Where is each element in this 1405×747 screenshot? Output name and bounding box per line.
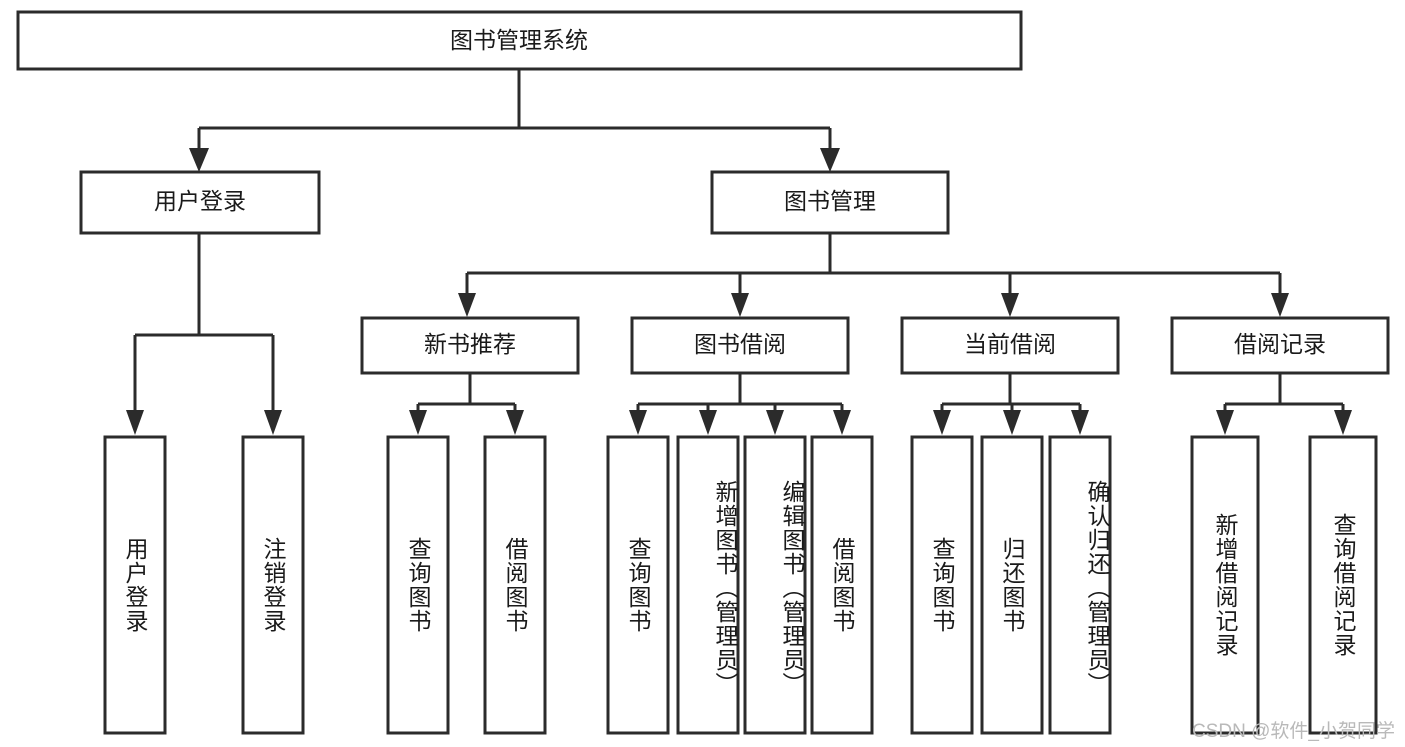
- arrow-head-user-login: [189, 148, 209, 172]
- arrow-head-new-book-recommend: [458, 293, 476, 317]
- node-leaf-query-book-2-box[interactable]: [606, 435, 670, 735]
- node-book-management-label: 图书管理: [784, 188, 876, 214]
- arrow-head-borrow-record: [1271, 293, 1289, 317]
- node-leaf-add-record-box[interactable]: [1190, 435, 1260, 735]
- arrow-head-leaf-add-book: [699, 410, 717, 435]
- node-current-borrow-label: 当前借阅: [964, 331, 1056, 357]
- node-borrow-record-box[interactable]: [1170, 316, 1390, 375]
- arrow-head-leaf-query-record: [1334, 410, 1352, 435]
- arrow-head-leaf-query-book-3: [933, 410, 951, 435]
- node-book-borrow-label: 图书借阅: [694, 331, 786, 357]
- node-leaf-query-book-1-box[interactable]: [386, 435, 450, 735]
- csdn-watermark: CSDN @软件_小贺同学: [1192, 721, 1395, 742]
- arrow-head-leaf-user-logout: [264, 410, 282, 435]
- node-leaf-edit-book-box[interactable]: [743, 435, 807, 735]
- arrow-head-leaf-query-book-1: [409, 410, 427, 435]
- arrow-head-book-management: [820, 148, 840, 172]
- node-user-login-box[interactable]: [79, 170, 321, 235]
- arrow-head-leaf-add-record: [1216, 410, 1234, 435]
- node-book-borrow-box[interactable]: [630, 316, 850, 375]
- arrow-head-leaf-edit-book: [766, 410, 784, 435]
- arrow-head-leaf-borrow-book-1: [506, 410, 524, 435]
- node-user-login-label: 用户登录: [154, 188, 246, 214]
- node-leaf-query-record-box[interactable]: [1308, 435, 1378, 735]
- arrow-head-leaf-confirm-return: [1071, 410, 1089, 435]
- node-current-borrow-box[interactable]: [900, 316, 1120, 375]
- arrow-head-leaf-return-book: [1003, 410, 1021, 435]
- node-leaf-query-book-3-box[interactable]: [910, 435, 974, 735]
- node-leaf-add-book-box[interactable]: [676, 435, 740, 735]
- node-new-book-recommend-label: 新书推荐: [424, 331, 516, 357]
- node-root-label: 图书管理系统: [450, 27, 588, 53]
- arrow-head-leaf-borrow-book-2: [833, 410, 851, 435]
- arrow-head-leaf-user-login: [126, 410, 144, 435]
- node-new-book-recommend-box[interactable]: [360, 316, 580, 375]
- node-leaf-return-book-box[interactable]: [980, 435, 1044, 735]
- arrow-head-book-borrow: [731, 293, 749, 317]
- node-root-box[interactable]: [16, 10, 1023, 71]
- node-leaf-user-logout-box[interactable]: [241, 435, 305, 735]
- arrow-head-current-borrow: [1001, 293, 1019, 317]
- node-book-management-box[interactable]: [710, 170, 950, 235]
- node-borrow-record-label: 借阅记录: [1234, 331, 1326, 357]
- arrow-head-leaf-query-book-2: [629, 410, 647, 435]
- connector-layer: [126, 69, 1352, 435]
- node-leaf-borrow-book-2-box[interactable]: [810, 435, 874, 735]
- node-layer: 图书管理系统 用户登录 图书管理 新书推荐 图书借阅 当前借阅 借阅记录: [16, 10, 1390, 735]
- node-leaf-confirm-return-box[interactable]: [1048, 435, 1112, 735]
- node-leaf-user-login-box[interactable]: [103, 435, 167, 735]
- node-leaf-borrow-book-1-box[interactable]: [483, 435, 547, 735]
